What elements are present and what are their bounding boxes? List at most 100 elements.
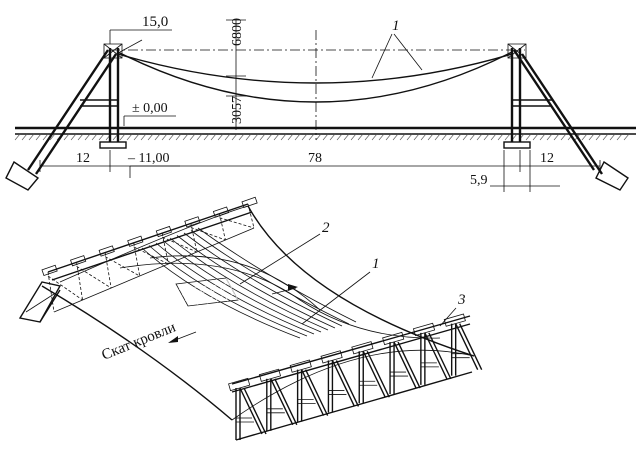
ground-hatch bbox=[623, 133, 630, 141]
ground-hatch bbox=[476, 133, 483, 141]
truss-diagonal bbox=[162, 236, 198, 253]
truss-post bbox=[133, 242, 141, 277]
ground-hatch bbox=[413, 133, 420, 141]
elevation-view: 15,0 ± 0,00 – 11,00 6800 3057 12 78 12 5… bbox=[5, 14, 636, 192]
frame-strut bbox=[243, 387, 267, 435]
truss-diagonal bbox=[219, 217, 255, 229]
mesh-line bbox=[178, 283, 230, 290]
frame-cap bbox=[289, 359, 312, 373]
ground-hatch bbox=[203, 133, 210, 141]
ground-hatch bbox=[168, 133, 175, 141]
ground-hatch bbox=[539, 133, 546, 141]
ground-hatch bbox=[287, 133, 294, 141]
truss-block bbox=[127, 235, 144, 247]
ground-hatch bbox=[91, 133, 98, 141]
span-main-label: 78 bbox=[308, 151, 322, 166]
front-top-chord bbox=[231, 323, 471, 393]
frame-strut bbox=[428, 332, 452, 380]
mesh-line bbox=[184, 294, 236, 301]
ground-hatch bbox=[343, 133, 350, 141]
ground-hatch bbox=[98, 133, 105, 141]
frame-strut bbox=[459, 323, 483, 370]
ground-hatch bbox=[14, 133, 21, 141]
ground-hatch bbox=[49, 133, 56, 141]
ground-hatch bbox=[35, 133, 42, 141]
ground-hatch bbox=[329, 133, 336, 141]
cable-callout-top: 1 bbox=[392, 18, 400, 34]
ground-hatch bbox=[504, 133, 511, 141]
ground-hatch bbox=[315, 133, 322, 141]
ground-hatch bbox=[406, 133, 413, 141]
cable-strand bbox=[141, 247, 301, 339]
ground-hatch bbox=[231, 133, 238, 141]
frame-strut bbox=[455, 323, 479, 370]
span-left-label: 12 bbox=[76, 151, 90, 166]
ground-hatch bbox=[140, 133, 147, 141]
ground-hatch bbox=[189, 133, 196, 141]
ground-hatch bbox=[357, 133, 364, 141]
truss-post bbox=[161, 233, 169, 265]
frame-strut bbox=[424, 332, 448, 380]
frame-strut bbox=[393, 341, 417, 389]
bottom-level-label: – 11,00 bbox=[127, 151, 169, 166]
zero-level-label: ± 0,00 bbox=[132, 101, 168, 116]
back-truss bbox=[41, 196, 258, 313]
mesh-leader bbox=[239, 233, 321, 285]
truss-bottom-chord bbox=[53, 227, 255, 313]
ground-hatch bbox=[616, 133, 623, 141]
right-pylon bbox=[503, 43, 629, 191]
frame-strut bbox=[397, 341, 421, 389]
frame-cap bbox=[351, 341, 374, 355]
truss-diagonal bbox=[76, 265, 112, 289]
frame-strut bbox=[239, 387, 263, 435]
ground-hatch bbox=[126, 133, 133, 141]
ground-hatch bbox=[420, 133, 427, 141]
cable-strand bbox=[197, 227, 357, 323]
ground-hatch bbox=[469, 133, 476, 141]
ground-hatch bbox=[497, 133, 504, 141]
ground-hatch bbox=[455, 133, 462, 141]
sag-upper-label: 6800 bbox=[230, 18, 245, 46]
truss-block bbox=[155, 225, 172, 238]
front-top-chord bbox=[231, 315, 471, 385]
roof-slope-label: Скат кровли bbox=[100, 320, 179, 364]
frame-strut bbox=[331, 360, 356, 407]
roof-surface bbox=[41, 205, 475, 421]
ground-hatch bbox=[217, 133, 224, 141]
ground-hatch bbox=[392, 133, 399, 141]
top-height-label: 15,0 bbox=[142, 14, 168, 30]
ground-line bbox=[14, 126, 636, 141]
slope-arrows bbox=[168, 284, 298, 343]
ground-hatch bbox=[602, 133, 609, 141]
truss-post bbox=[247, 203, 255, 229]
ground-hatch bbox=[399, 133, 406, 141]
ground-hatch bbox=[336, 133, 343, 141]
frame-cap bbox=[443, 313, 466, 327]
ground-hatch bbox=[490, 133, 497, 141]
frame-cap bbox=[258, 368, 282, 382]
suspension-cables bbox=[117, 39, 513, 103]
ground-hatch bbox=[84, 133, 91, 141]
ground-hatch bbox=[546, 133, 553, 141]
cable-leader-top-b bbox=[393, 33, 423, 71]
truss-block bbox=[98, 245, 115, 257]
truss-post bbox=[219, 213, 226, 241]
ground-hatch bbox=[525, 133, 532, 141]
ground-hatch bbox=[42, 133, 49, 141]
truss-block bbox=[212, 206, 230, 218]
frame-strut bbox=[304, 369, 329, 416]
frame-callout: 3 bbox=[457, 292, 466, 308]
ground-hatch bbox=[364, 133, 371, 141]
truss-block bbox=[70, 255, 87, 267]
cable-strand bbox=[176, 235, 336, 329]
truss-diagonal bbox=[133, 246, 169, 265]
ground-hatch bbox=[483, 133, 490, 141]
ground-hatch bbox=[133, 133, 140, 141]
frame-cap bbox=[228, 377, 251, 392]
ground-hatch bbox=[252, 133, 259, 141]
ground-hatch bbox=[427, 133, 434, 141]
ground-hatch bbox=[154, 133, 161, 141]
frame-strut bbox=[274, 378, 298, 426]
ground-hatch bbox=[378, 133, 385, 141]
ground-hatch bbox=[294, 133, 301, 141]
